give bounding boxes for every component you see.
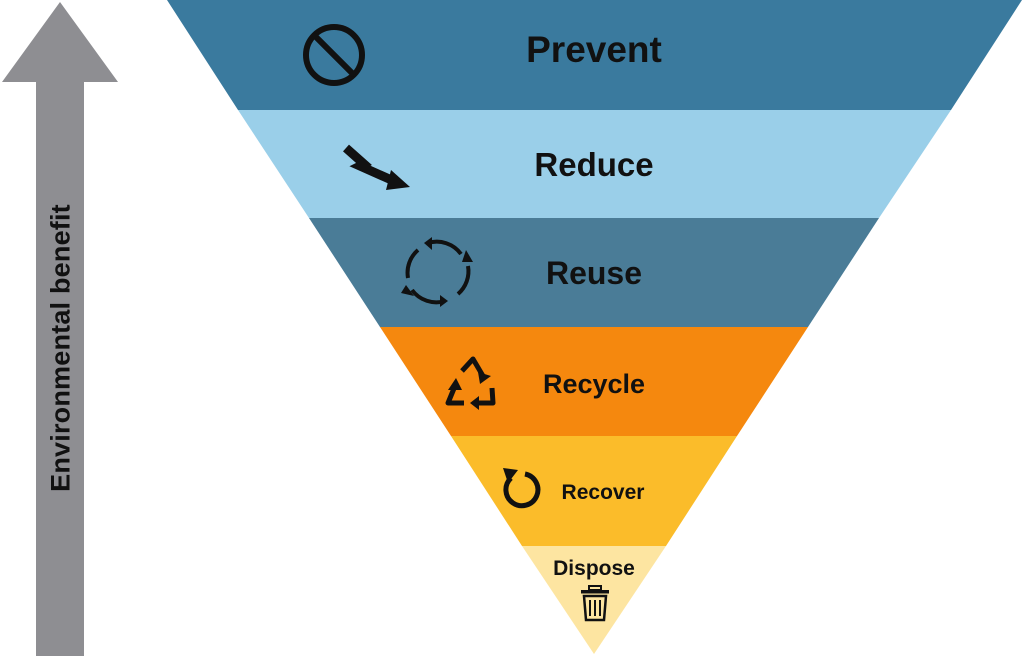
tier-band-recover <box>451 436 737 546</box>
prohibited-icon <box>303 24 365 86</box>
tier-label-recycle: Recycle <box>543 369 645 399</box>
recycle-icon <box>445 356 496 410</box>
trash-can-icon <box>581 585 609 622</box>
tier-label-reuse: Reuse <box>546 255 642 291</box>
tier-band-recycle <box>380 327 808 436</box>
zigzag-down-arrow-icon <box>343 144 410 190</box>
tier-band-reduce <box>238 110 951 218</box>
tier-label-prevent: Prevent <box>526 29 662 70</box>
tier-label-reduce: Reduce <box>534 146 653 183</box>
benefit-arrow-shape <box>2 2 118 656</box>
tier-label-recover: Recover <box>562 481 645 504</box>
tier-label-dispose: Dispose <box>553 557 635 580</box>
circular-arrows-icon <box>401 237 473 307</box>
counterclockwise-arrow-icon <box>503 468 541 509</box>
tier-band-prevent <box>167 0 1022 110</box>
benefit-arrow <box>2 2 118 656</box>
